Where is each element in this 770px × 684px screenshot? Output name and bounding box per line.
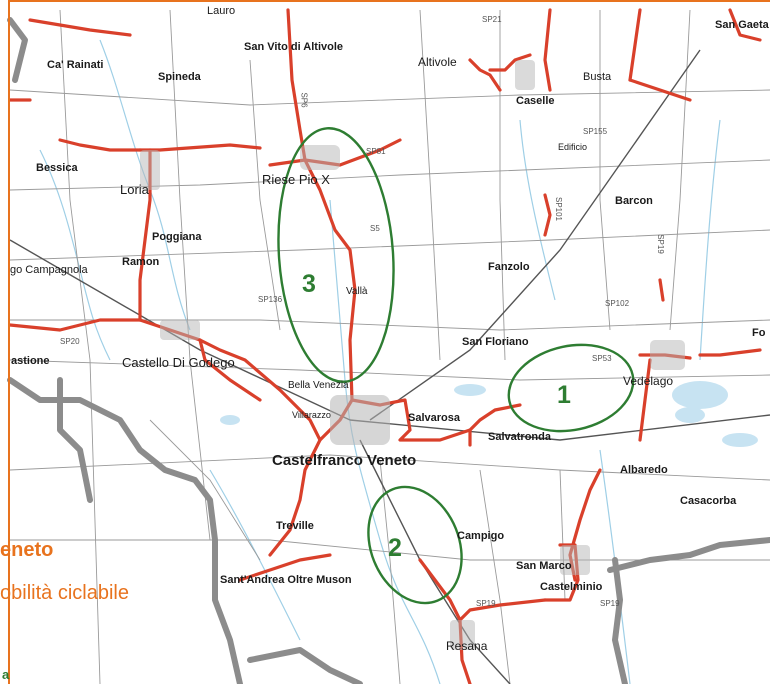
road-sp101: SP101 (554, 196, 564, 222)
road-sp53: SP53 (592, 354, 612, 363)
label-salvatronda: Salvatronda (488, 431, 551, 443)
label-castelminio: Castelminio (540, 581, 603, 593)
label-villarazzo: Villarazzo (292, 410, 331, 420)
label-valla: Vallà (346, 286, 368, 297)
road-sp19c: SP19 (600, 599, 620, 608)
area-number-2: 2 (388, 534, 402, 562)
settlements (140, 60, 685, 650)
label-bella-venezia: Bella Venezia (288, 380, 349, 391)
label-treville: Treville (276, 520, 314, 532)
road-s5: S5 (370, 224, 380, 233)
label-spineda: Spineda (158, 71, 201, 83)
label-san-marco: San Marco (516, 560, 572, 572)
caption-subtitle-fragment: obilità ciclabile (0, 582, 129, 604)
label-castello: Castello Di Godego (122, 355, 235, 370)
label-caselle: Caselle (516, 95, 555, 107)
label-castione: astione (11, 355, 50, 367)
caption-corner-fragment: a (2, 667, 10, 682)
label-bessica: Bessica (36, 162, 78, 174)
highlight-area-2 (367, 485, 463, 605)
label-altivole: Altivole (418, 55, 457, 69)
label-san-gaetano: San Gaeta (715, 19, 769, 31)
label-albaredo: Albaredo (620, 464, 668, 476)
map-frame (8, 0, 770, 684)
label-riese: Riese Pio X (262, 172, 330, 187)
label-casacorba: Casacorba (680, 495, 737, 507)
road-sp20: SP20 (60, 337, 80, 346)
label-ca-rainati: Ca' Rainati (47, 59, 104, 71)
area-number-3: 3 (302, 270, 316, 298)
road-sp6: SP6 (299, 92, 309, 108)
label-campigo: Campigo (457, 530, 505, 542)
boundaries (7, 17, 770, 684)
water-areas (220, 381, 758, 447)
road-sp19b: SP19 (476, 599, 496, 608)
label-lauro: Lauro (207, 5, 236, 17)
label-fanzolo: Fanzolo (488, 261, 530, 273)
road-sp136: SP136 (258, 295, 283, 304)
label-salvarosa: Salvarosa (408, 412, 460, 424)
label-san-vito: San Vito di Altivole (244, 41, 344, 53)
road-sp19: SP19 (655, 234, 665, 254)
label-poggiana: Poggiana (152, 231, 202, 243)
highlight-circles (277, 127, 635, 605)
label-vedelago: Vedelago (623, 374, 674, 388)
railways (9, 49, 770, 684)
label-san-floriano: San Floriano (462, 336, 529, 348)
label-barcon: Barcon (615, 195, 653, 207)
road-sp81: SP81 (366, 147, 386, 156)
highlight-area-3 (277, 127, 395, 383)
label-ramon: Ramon (122, 256, 160, 268)
road-sp21: SP21 (482, 15, 502, 24)
label-busta: Busta (583, 71, 612, 83)
area-number-1: 1 (557, 381, 571, 409)
label-castelfranco: Castelfranco Veneto (272, 452, 417, 469)
label-fo: Fo (752, 327, 766, 339)
label-loria: Loria (120, 182, 149, 197)
highlight-area-1 (507, 343, 635, 433)
road-sp155: SP155 (583, 127, 608, 136)
road-sp102: SP102 (605, 299, 630, 308)
caption-title-fragment: eneto (0, 539, 54, 561)
label-campagnola: go Campagnola (10, 264, 88, 276)
label-sant-andrea: Sant'Andrea Oltre Muson (220, 574, 352, 586)
label-resana: Resana (446, 639, 488, 653)
label-edificio: Edificio (558, 142, 588, 152)
